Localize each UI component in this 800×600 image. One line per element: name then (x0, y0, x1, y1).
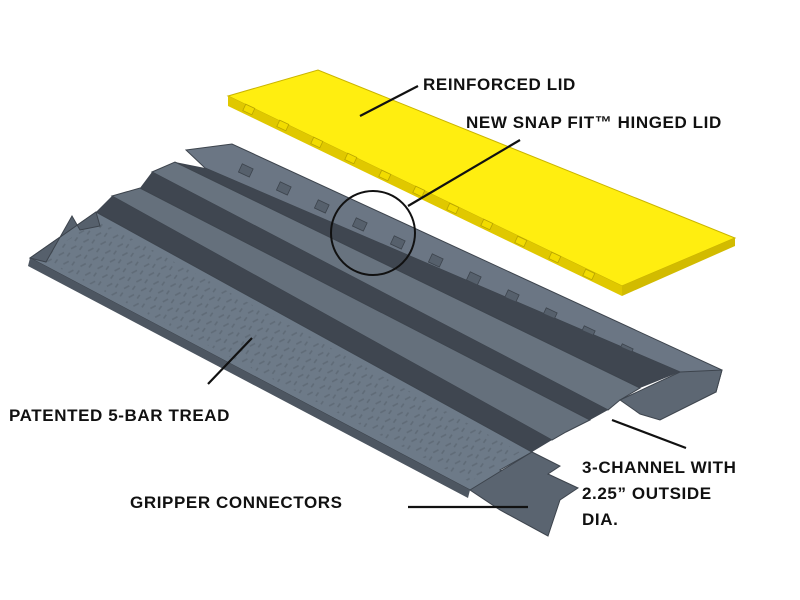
label-3-channel-line-1: 3-CHANNEL WITH (582, 458, 737, 477)
protector-body (28, 143, 723, 537)
tread-pattern (40, 220, 520, 482)
label-3-channel-line-2: 2.25” OUTSIDE (582, 484, 712, 503)
leader-channel (611, 418, 687, 450)
channel-1 (175, 162, 680, 388)
front-edge (28, 258, 470, 498)
channel-3 (96, 196, 552, 452)
right-gripper (469, 451, 580, 537)
channel-2 (140, 172, 608, 420)
hinge-teeth (237, 163, 634, 358)
label-reinforced-lid: REINFORCED LID (423, 75, 576, 94)
leader-tread (207, 337, 253, 385)
lid-snap-tabs (242, 103, 596, 281)
label-snap-fit-hinged-lid: NEW SNAP FIT™ HINGED LID (466, 113, 722, 132)
snap-fit-callout-circle (330, 190, 416, 276)
label-3-channel-line-3: DIA. (582, 510, 619, 529)
right-end-block (619, 369, 723, 421)
leader-reinforced-lid (359, 85, 419, 117)
leader-snap-fit (407, 139, 521, 207)
lid-side-edge (622, 238, 735, 296)
label-3-channel: 3-CHANNEL WITH 2.25” OUTSIDE DIA. (582, 455, 736, 533)
label-gripper-connectors: GRIPPER CONNECTORS (130, 493, 343, 512)
leader-lines (207, 85, 687, 509)
left-end-cap (28, 211, 101, 263)
label-patented-tread: PATENTED 5-BAR TREAD (9, 406, 231, 425)
